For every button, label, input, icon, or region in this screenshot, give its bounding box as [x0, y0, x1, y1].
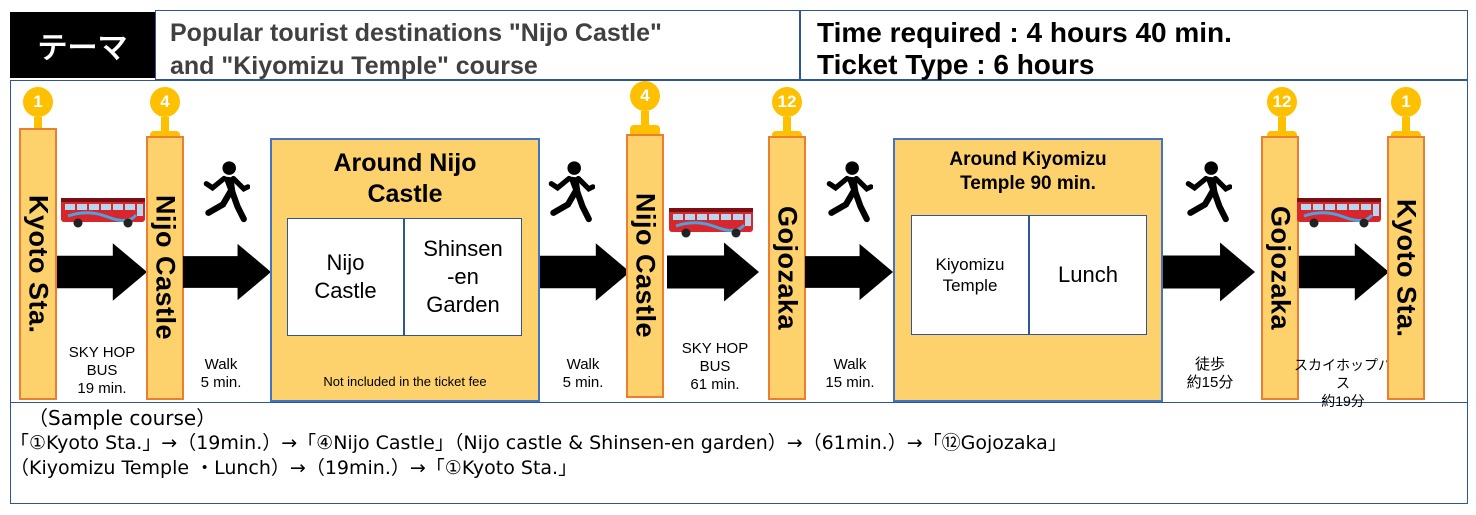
- stop-gojozaka-depart: 12: [1267, 87, 1297, 145]
- walking-person-icon: [1180, 160, 1232, 224]
- pin-stem: [1402, 117, 1410, 131]
- theme-label: テーマ: [10, 12, 155, 78]
- stop-name: Nijo Castle: [150, 195, 181, 341]
- arrow-right-icon: [667, 240, 759, 304]
- bus-icon: [666, 205, 756, 239]
- sample-line2: （Kiyomizu Temple ・Lunch）→（19min.）→「①Kyot…: [10, 457, 578, 479]
- lunch-box: Lunch: [1029, 215, 1147, 335]
- bus-icon: [58, 195, 148, 229]
- pin-stem: [161, 117, 169, 131]
- walking-person-icon: [543, 160, 595, 224]
- pin-stem: [783, 117, 791, 131]
- bus-stop-pin-icon: 12: [772, 87, 802, 117]
- nijo-area-note: Not included in the ticket fee: [323, 374, 487, 389]
- sample-line1: 「①Kyoto Sta.」→（19min.）→「④Nijo Castle」（Ni…: [10, 432, 1067, 454]
- stop-sign-nijo-arrive: Nijo Castle: [146, 136, 184, 400]
- bus-icon: [1294, 195, 1384, 229]
- arrow-right-icon: [57, 240, 147, 304]
- bus-stop-pin-icon: 4: [150, 87, 180, 117]
- arrow-right-icon: [1163, 240, 1255, 304]
- leg-label-bus-3: スカイホップバス約19分: [1294, 357, 1392, 409]
- arrow-right-icon: [540, 240, 630, 304]
- course-title-line1: Popular tourist destinations "Nijo Castl…: [170, 19, 662, 47]
- route-frame: [10, 80, 1468, 504]
- walking-person-icon: [198, 160, 250, 224]
- course-title: Popular tourist destinations "Nijo Castl…: [155, 10, 800, 80]
- pin-stem: [641, 111, 649, 125]
- arrow-right-icon: [805, 240, 893, 304]
- stop-sign-nijo-depart: Nijo Castle: [626, 134, 664, 398]
- theme-text: テーマ: [37, 31, 128, 66]
- stop-name: Kyoto Sta.: [1391, 198, 1422, 338]
- stop-nijo-depart: 4: [630, 81, 660, 139]
- walking-person-icon: [821, 160, 873, 224]
- leg-label-walk-4: 徒歩約15分: [1186, 356, 1234, 391]
- stop-name: Gojozaka: [1265, 205, 1296, 331]
- stop-sign-kyoto-start: Kyoto Sta.: [19, 128, 57, 400]
- sample-heading: （Sample course）: [28, 406, 217, 430]
- stop-sign-gojozaka-depart: Gojozaka: [1261, 136, 1299, 400]
- ticket-type: Ticket Type : 6 hours: [817, 49, 1095, 80]
- time-and-ticket: Time required : 4 hours 40 min. Ticket T…: [800, 10, 1468, 80]
- course-title-line2: and "Kiyomizu Temple" course: [170, 52, 538, 80]
- pin-stem: [34, 117, 42, 131]
- bus-stop-pin-icon: 4: [630, 81, 660, 111]
- stop-sign-kyoto-end: Kyoto Sta.: [1387, 136, 1425, 400]
- stop-name: Nijo Castle: [630, 193, 661, 339]
- stop-sign-gojozaka-arrive: Gojozaka: [768, 136, 806, 400]
- bus-stop-pin-icon: 12: [1267, 87, 1297, 117]
- divider: [10, 402, 1468, 403]
- pin-stem: [1278, 117, 1286, 131]
- arrow-right-icon: [183, 240, 271, 304]
- sample-course: （Sample course） 「①Kyoto Sta.」→（19min.）→「…: [10, 406, 1468, 481]
- time-required: Time required : 4 hours 40 min.: [817, 17, 1232, 48]
- stop-name: Gojozaka: [772, 205, 803, 331]
- stop-name: Kyoto Sta.: [23, 194, 54, 334]
- bus-stop-pin-icon: 1: [1391, 87, 1421, 117]
- arrow-right-icon: [1299, 240, 1389, 304]
- bus-stop-pin-icon: 1: [23, 87, 53, 117]
